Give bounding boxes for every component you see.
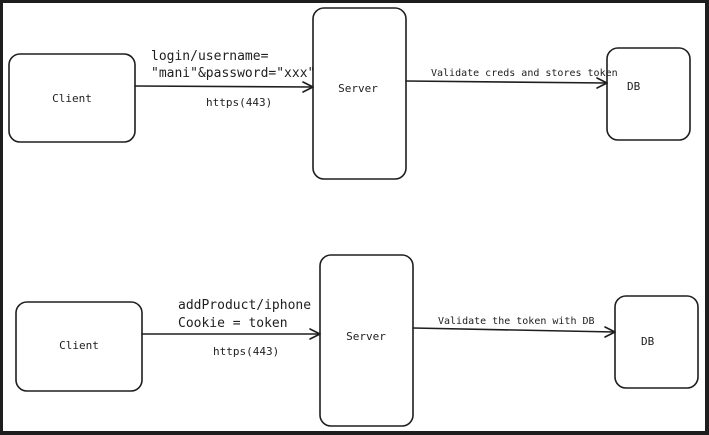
request-line1-1: login/username=	[151, 49, 269, 64]
request-line2-1: "mani"&password="xxx"	[151, 66, 315, 81]
diagram-svg: Client Server DB login/username= "mani"&…	[8, 7, 699, 427]
protocol-label-1: https(443)	[206, 96, 272, 109]
add-product-flow-diagram: Client Server DB addProduct/iphone Cooki…	[15, 254, 699, 427]
client-box-1[interactable]	[8, 53, 136, 143]
db-label-1: DB	[627, 80, 641, 93]
diagram-canvas: Client Server DB login/username= "mani"&…	[3, 3, 705, 431]
request-arrow-1	[134, 81, 314, 93]
request-line1-2: addProduct/iphone	[178, 298, 311, 313]
protocol-label-2: https(443)	[213, 345, 279, 358]
login-flow-diagram: Client Server DB login/username= "mani"&…	[8, 7, 691, 180]
validation-label-1: Validate creds and stores token	[431, 68, 618, 79]
server-label-2: Server	[346, 330, 386, 343]
db-box-1[interactable]	[606, 47, 691, 141]
client-label-1: Client	[52, 92, 92, 105]
server-label-1: Server	[338, 82, 378, 95]
server-box-2[interactable]	[319, 254, 414, 427]
validation-arrow-1	[405, 77, 608, 89]
db-box-2[interactable]	[614, 295, 699, 389]
server-box-1[interactable]	[312, 7, 407, 180]
client-label-2: Client	[59, 339, 99, 352]
client-box-2[interactable]	[15, 301, 143, 392]
db-label-2: DB	[641, 335, 655, 348]
validation-label-2: Validate the token with DB	[438, 316, 595, 327]
request-line2-2: Cookie = token	[178, 316, 288, 331]
validation-arrow-2	[412, 326, 616, 338]
request-arrow-2	[141, 328, 321, 340]
